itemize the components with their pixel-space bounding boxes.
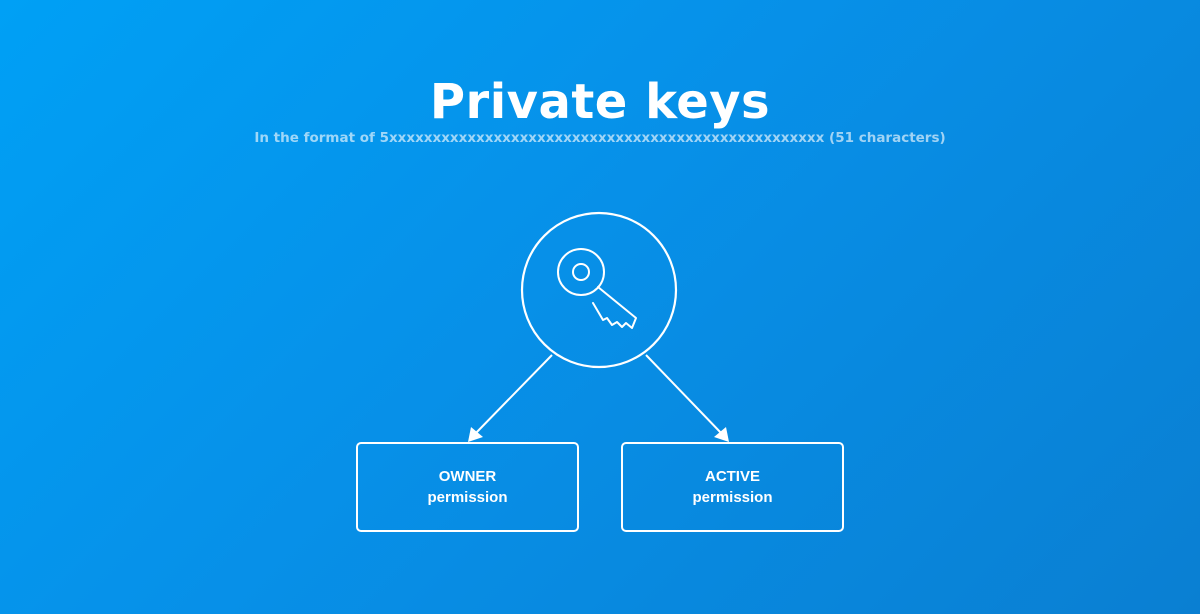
owner-permission-box [356, 442, 579, 532]
active-label-line1: ACTIVE [704, 468, 760, 485]
key-circle [520, 211, 678, 369]
arrow-to-active [645, 354, 729, 442]
key-icon [557, 248, 637, 329]
active-label-line2: permission [692, 489, 773, 506]
owner-label-line2: permission [427, 489, 508, 506]
active-permission-box [621, 442, 844, 532]
owner-label-line1: OWNER [438, 468, 497, 485]
diagram-subtitle: In the format of 5xxxxxxxxxxxxxxxxxxxxxx… [254, 130, 946, 146]
owner-permission-label: OWNER permission [357, 466, 578, 508]
diagram-title: Private keys [429, 74, 771, 130]
active-permission-label: ACTIVE permission [622, 466, 843, 508]
arrow-to-owner [468, 354, 553, 442]
